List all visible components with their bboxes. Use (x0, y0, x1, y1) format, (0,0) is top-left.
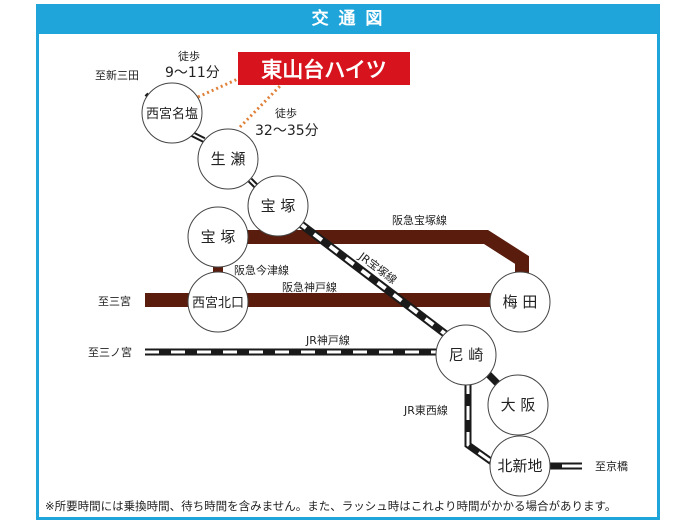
page-title: 交 通 図 (36, 4, 660, 34)
jr-tozai-line (464, 380, 582, 470)
station-takarazuka-jr[interactable] (247, 175, 309, 237)
station-osaka[interactable] (487, 374, 549, 436)
walk-time: 9～11分 (165, 65, 220, 81)
station-umeda[interactable] (489, 271, 551, 333)
line-label: 阪急今津線 (234, 263, 289, 277)
walk-label: 徒歩 (178, 49, 200, 63)
jr-takarazuka-line (295, 218, 451, 340)
walk-label: 徒歩 (275, 106, 297, 120)
station-takarazuka-hankyu[interactable] (187, 206, 249, 268)
station-label: 宝 塚 (261, 197, 296, 215)
station-nishinomiya-kitaguchi[interactable] (187, 271, 249, 333)
line-label: 阪急神戸線 (282, 280, 337, 294)
property-name: 東山台ハイツ (261, 58, 387, 82)
station-label: 大 阪 (501, 396, 536, 414)
station-label: 尼 崎 (449, 346, 484, 364)
station-label: 生 瀬 (211, 150, 246, 168)
footnote: ※所要時間には乗換時間、待ち時間を含みません。また、ラッシュ時はこれより時間がか… (45, 499, 617, 513)
station-label: 宝 塚 (201, 228, 236, 246)
station-namaze[interactable] (197, 128, 259, 190)
station-label: 北新地 (497, 457, 542, 475)
station-kitashinchi[interactable] (489, 435, 551, 497)
direction-label: 至三宮 (98, 294, 131, 308)
station-nishinomiya-najio[interactable] (141, 82, 203, 144)
station-label: 西宮北口 (192, 295, 244, 311)
station-amagasaki[interactable] (435, 324, 497, 386)
walk-time: 32～35分 (255, 123, 319, 139)
station-label: 西宮名塩 (146, 106, 198, 122)
line-label: 阪急宝塚線 (392, 213, 447, 227)
line-label: JR東西線 (403, 403, 448, 417)
direction-label: 至京橋 (595, 459, 628, 473)
property-box (238, 52, 410, 85)
line-label: JR神戸線 (305, 333, 350, 347)
station-label: 梅 田 (503, 293, 538, 311)
direction-label: 至新三田 (95, 68, 139, 82)
hankyu-takarazuka-line (240, 230, 529, 280)
walk-route-2 (238, 82, 284, 129)
direction-label: 至三ノ宮 (88, 345, 132, 359)
